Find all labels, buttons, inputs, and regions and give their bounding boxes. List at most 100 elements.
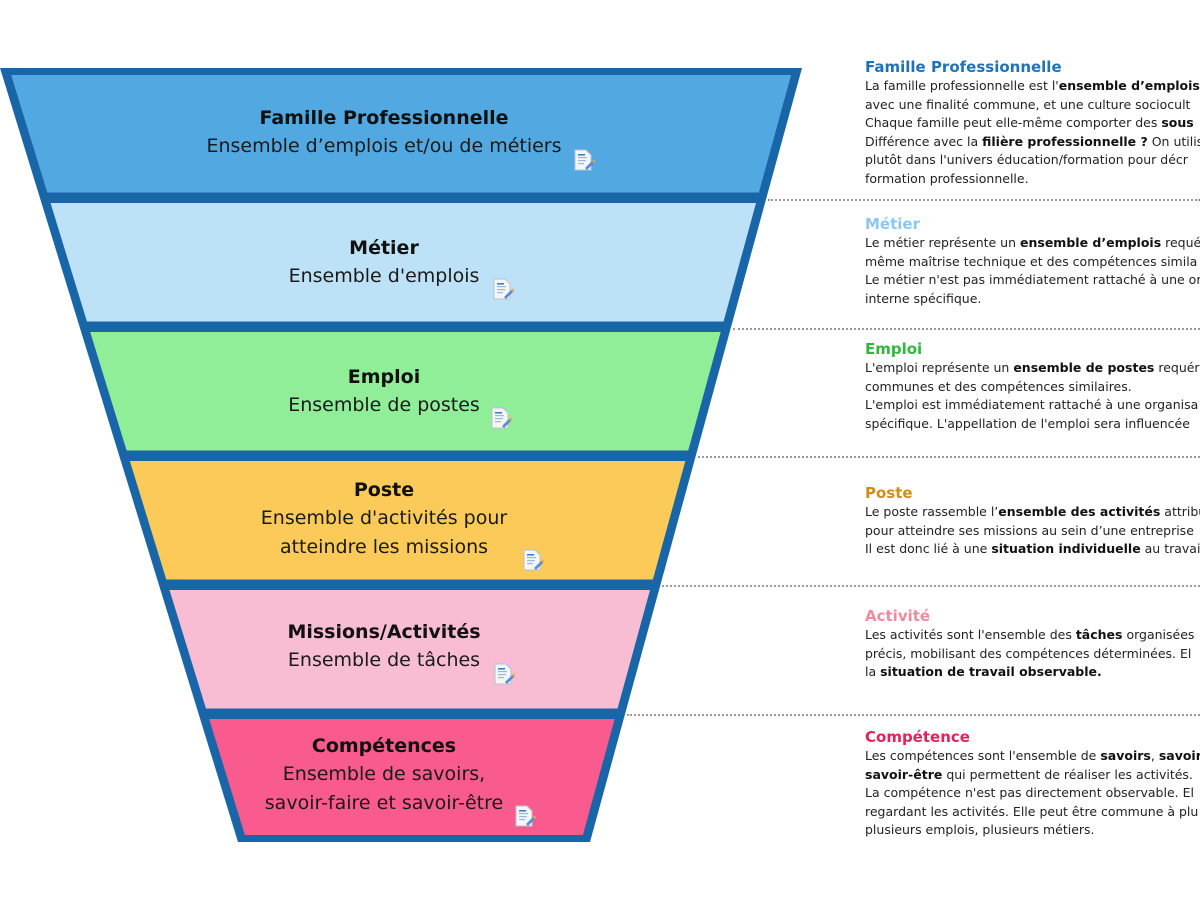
funnel-band-1[interactable]: [11, 75, 792, 193]
section-divider: [733, 328, 1200, 330]
band-subtitle: Ensemble de tâches: [287, 649, 481, 671]
emphasis-text: ensemble des activités: [998, 504, 1161, 519]
body-text: au travail: [1140, 541, 1200, 556]
body-text: pour atteindre ses missions au sein d’un…: [865, 522, 1194, 538]
emphasis-text: sous: [1161, 115, 1194, 130]
definition-line: La famille professionnelle est l'ensembl…: [865, 77, 1200, 96]
body-text: attribu: [1164, 504, 1200, 519]
funnel-band-2[interactable]: [50, 203, 757, 322]
section-divider: [698, 456, 1200, 458]
band-subtitle: Ensemble d’emplois et/ou de métiers: [206, 135, 562, 157]
definition-line: communes et des compétences similaires.: [865, 378, 1200, 397]
body-text: La compétence n'est pas directement obse…: [865, 785, 1194, 800]
body-text: Il est donc lié à une: [865, 541, 992, 556]
definition-line: La compétence n'est pas directement obse…: [865, 784, 1200, 803]
emphasis-text: savoir-être: [865, 766, 943, 782]
definition-line: Les activités sont l'ensemble des tâches…: [865, 626, 1200, 645]
body-text: interne spécifique.: [865, 290, 982, 306]
definition-line: interne spécifique.: [865, 290, 1200, 309]
definition-heading: Emploi: [865, 340, 923, 358]
funnel-band-5[interactable]: [169, 590, 651, 709]
funnel-band-3[interactable]: [90, 332, 721, 451]
definition-line: L'emploi est immédiatement rattaché à un…: [865, 396, 1200, 415]
definition-line: même maîtrise technique et des compétenc…: [865, 253, 1200, 272]
body-text: avec une finalité commune, et une cultur…: [865, 96, 1191, 112]
body-text: précis, mobilisant des compétences déter…: [865, 645, 1192, 661]
body-text: L'emploi représente un: [865, 360, 1014, 375]
definition-line: regardant les activités. Elle peut être …: [865, 803, 1200, 822]
document-edit-icon[interactable]: [515, 805, 537, 827]
funnel-band-6[interactable]: [209, 719, 615, 835]
body-text: ,: [1150, 748, 1159, 763]
emphasis-text: situation individuelle: [991, 541, 1141, 556]
band-title: Métier: [349, 237, 419, 259]
definition-line: spécifique. L'appellation de l'emploi se…: [865, 415, 1200, 434]
body-text: la: [865, 664, 881, 679]
definition-line: pour atteindre ses missions au sein d’un…: [865, 522, 1200, 541]
band-title: Missions/Activités: [287, 621, 481, 643]
body-text: Le métier n'est pas immédiatement rattac…: [865, 272, 1200, 287]
emphasis-text: ensemble d’emplois: [1020, 235, 1162, 250]
emphasis-text: savoirs: [1100, 748, 1151, 763]
document-edit-icon[interactable]: [574, 149, 596, 171]
body-text: spécifique. L'appellation de l'emploi se…: [865, 415, 1190, 431]
body-text: plutôt dans l'univers éducation/formatio…: [865, 152, 1188, 167]
definition-line: la situation de travail observable.: [865, 663, 1200, 682]
body-text: formation professionnelle.: [865, 170, 1029, 186]
document-edit-icon[interactable]: [493, 278, 515, 300]
band-subtitle: Ensemble d'activités pour: [260, 507, 508, 529]
body-text: qui permettent de réaliser les activités…: [942, 766, 1193, 782]
document-edit-icon[interactable]: [494, 663, 516, 685]
band-title: Poste: [353, 479, 415, 501]
emphasis-text: situation de travail observable.: [880, 664, 1102, 679]
definition-line: savoir-être qui permettent de réaliser l…: [865, 766, 1200, 785]
document-edit-icon[interactable]: [491, 407, 513, 429]
definition-line: plusieurs emplois, plusieurs métiers.: [865, 821, 1200, 840]
body-text: plusieurs emplois, plusieurs métiers.: [865, 822, 1095, 837]
definition-line: Le poste rassemble l’ensemble des activi…: [865, 503, 1200, 522]
definition-line: précis, mobilisant des compétences déter…: [865, 645, 1200, 664]
funnel-band-4[interactable]: [129, 461, 686, 580]
document-edit-icon[interactable]: [523, 549, 545, 571]
body-text: Le métier représente un: [865, 235, 1021, 250]
definition-line: Il est donc lié à une situation individu…: [865, 540, 1200, 559]
definition-heading: Compétence: [865, 728, 970, 746]
body-text: Les activités sont l'ensemble des: [865, 627, 1076, 642]
band-title: Famille Professionnelle: [259, 107, 509, 129]
definition-heading: Activité: [865, 607, 931, 625]
definition-heading: Poste: [865, 484, 913, 502]
band-subtitle: Ensemble de savoirs,: [282, 763, 486, 785]
section-divider: [627, 714, 1200, 716]
band-title: Emploi: [347, 366, 421, 388]
section-divider: [662, 585, 1200, 587]
band-subtitle: atteindre les missions: [279, 536, 489, 558]
band-title: Compétences: [311, 735, 457, 757]
body-text: communes et des compétences similaires.: [865, 378, 1132, 394]
band-subtitle: Ensemble d'emplois: [288, 265, 480, 287]
section-divider: [768, 199, 1200, 201]
definition-line: Le métier représente un ensemble d’emplo…: [865, 234, 1200, 253]
body-text: La famille professionnelle est l': [865, 78, 1059, 93]
definition-line: Le métier n'est pas immédiatement rattac…: [865, 271, 1200, 290]
definition-line: Différence avec la filière professionnel…: [865, 133, 1200, 152]
body-text: regardant les activités. Elle peut être …: [865, 803, 1199, 819]
definition-line: Chaque famille peut elle-même comporter …: [865, 114, 1200, 133]
body-text: requéra: [1158, 360, 1200, 375]
body-text: Chaque famille peut elle-même comporter …: [865, 115, 1162, 130]
body-text: même maîtrise technique et des compétenc…: [865, 253, 1198, 269]
body-text: Le poste rassemble l’: [865, 504, 999, 519]
definition-line: plutôt dans l'univers éducation/formatio…: [865, 151, 1200, 170]
emphasis-text: savoir: [1158, 748, 1200, 763]
emphasis-text: tâches: [1075, 627, 1123, 642]
